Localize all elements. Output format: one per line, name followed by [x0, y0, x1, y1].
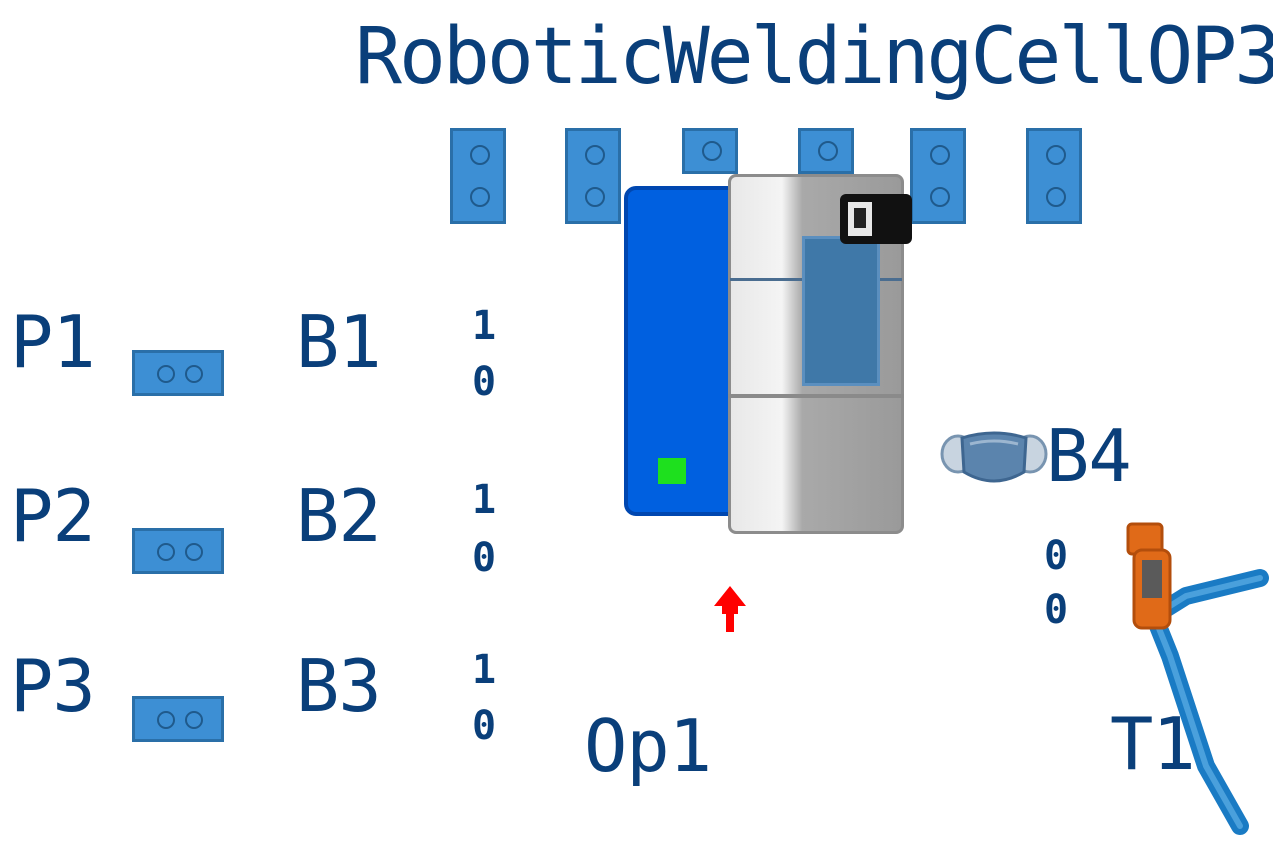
top-slot-1[interactable] — [450, 128, 506, 224]
buffer-b4-pin-bottom: 0 — [1044, 587, 1069, 633]
robot-arm-icon[interactable] — [1110, 516, 1273, 844]
buffer-b3-pin-low: 0 — [472, 703, 497, 749]
machine-window — [802, 236, 880, 386]
top-slot-6[interactable] — [1026, 128, 1082, 224]
welding-machine-icon[interactable] — [620, 172, 912, 534]
part-slot-p1[interactable] — [132, 350, 224, 396]
buffer-label-b3: B3 — [296, 644, 382, 728]
buffer-b2-pin-high: 1 — [472, 477, 497, 523]
part-label-p3: P3 — [10, 644, 96, 728]
face-mask-icon[interactable] — [940, 426, 1048, 490]
cell-title: RoboticWeldingCellOP3 — [355, 12, 1273, 102]
part-slot-p2[interactable] — [132, 528, 224, 574]
buffer-b1-pin-low: 0 — [472, 359, 497, 405]
buffer-b3-pin-high: 1 — [472, 647, 497, 693]
top-slot-3[interactable] — [682, 128, 738, 174]
buffer-b4-pin-top: 0 — [1044, 533, 1069, 579]
buffer-label-b4: B4 — [1046, 414, 1132, 498]
buffer-label-b2: B2 — [296, 474, 382, 558]
operator-label-op1: Op1 — [584, 704, 712, 788]
machine-status-led — [658, 458, 686, 484]
part-label-p2: P2 — [10, 474, 96, 558]
machine-divider — [728, 394, 904, 398]
top-slot-5[interactable] — [910, 128, 966, 224]
part-slot-p3[interactable] — [132, 696, 224, 742]
transporter-label-t1: T1 — [1110, 702, 1196, 786]
top-slot-4[interactable] — [798, 128, 854, 174]
buffer-label-b1: B1 — [296, 300, 382, 384]
machine-camera-icon — [840, 194, 912, 244]
part-label-p1: P1 — [10, 300, 96, 384]
machine-panel — [624, 186, 740, 516]
top-slot-2[interactable] — [565, 128, 621, 224]
buffer-b1-pin-high: 1 — [472, 303, 497, 349]
person-marker-icon[interactable] — [712, 584, 748, 634]
buffer-b2-pin-low: 0 — [472, 535, 497, 581]
